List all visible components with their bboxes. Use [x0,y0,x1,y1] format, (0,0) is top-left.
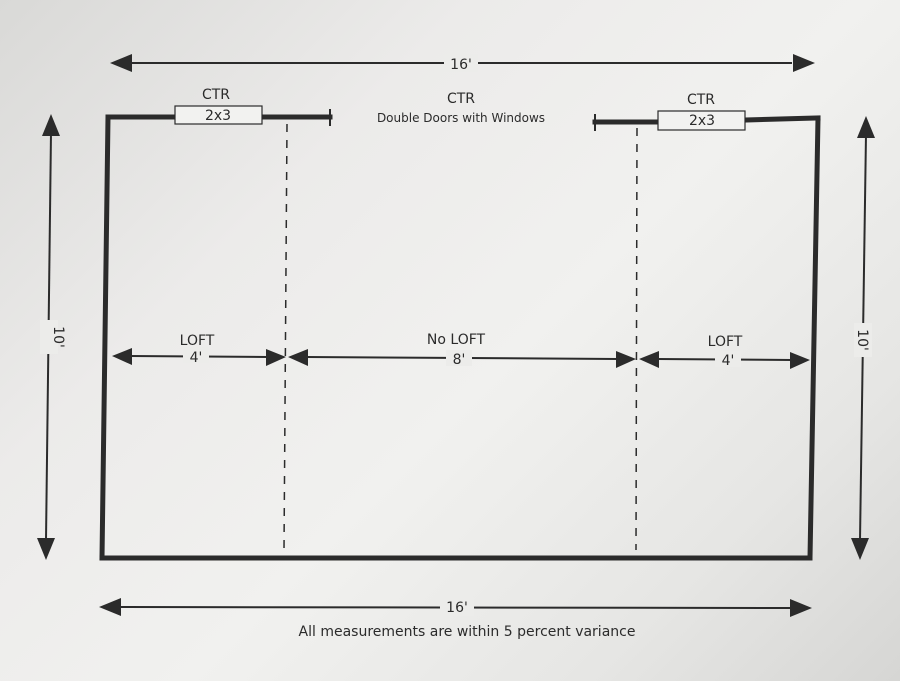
center-zone-label: No LOFT [427,332,486,348]
center-zone: No LOFT 8' [288,332,636,368]
bottom-dimension-left-arrow-icon [99,598,121,616]
top-dimension-left-arrow-icon [110,54,132,72]
top-dimension-right-arrow-icon [793,54,815,72]
right-loft-left-arrow-icon [639,351,659,368]
right-loft-length: 4' [722,353,735,369]
double-doors-label: Double Doors with Windows [377,111,545,125]
right-height-bottom-arrow-icon [851,538,869,560]
top-wall-right-segment [742,115,821,123]
right-height-label-bg [854,323,872,357]
left-window-icon [174,105,263,125]
left-loft-divider [283,123,288,551]
left-loft-zone: LOFT 4' [112,333,286,366]
left-loft-length: 4' [190,350,203,366]
right-loft-length-bg [715,351,741,367]
center-right-arrow-icon [616,351,636,368]
right-loft-zone: LOFT 4' [639,334,810,369]
right-window-opening: CTR 2x3 [657,92,746,131]
left-loft-length-bg [183,347,209,363]
right-loft-divider [635,127,638,551]
left-height-dimension: 10' [37,114,66,560]
double-doors-opening: CTR Double Doors with Windows [377,91,545,125]
top-dimension-label-bg [444,54,478,72]
center-length-bg [446,350,472,366]
right-loft-right-arrow-icon [790,352,810,369]
center-zone-length: 8' [453,352,466,368]
bottom-dimension-label-bg [440,598,474,616]
right-height-dimension: 10' [851,116,875,560]
right-loft-label: LOFT [708,334,743,350]
bottom-dimension-right-arrow-icon [790,599,812,617]
bottom-width-label: 16' [446,600,468,616]
left-height-label: 10' [50,326,66,348]
right-window-location-label: CTR [687,92,715,108]
right-window-icon [657,110,746,131]
left-wall [99,114,111,561]
measurement-variance-note: All measurements are within 5 percent va… [299,624,636,640]
right-window-size-label: 2x3 [689,113,715,129]
left-loft-left-arrow-icon [112,348,132,365]
top-width-label: 16' [450,57,472,73]
right-height-top-arrow-icon [857,116,875,138]
left-loft-label: LOFT [180,333,215,349]
top-width-dimension: 16' [110,54,815,73]
left-window-location-label: CTR [202,87,230,103]
left-height-label-bg [40,320,58,354]
building-walls [99,109,821,561]
left-window-opening: CTR 2x3 [174,87,263,125]
double-doors-location-label: CTR [447,91,475,107]
center-left-arrow-icon [288,349,308,366]
right-wall [807,115,821,561]
bottom-width-dimension: 16' [99,598,812,617]
left-height-top-arrow-icon [42,114,60,136]
left-loft-right-arrow-icon [266,349,286,366]
right-height-label: 10' [854,329,870,351]
left-height-bottom-arrow-icon [37,538,55,560]
left-window-size-label: 2x3 [205,108,231,124]
